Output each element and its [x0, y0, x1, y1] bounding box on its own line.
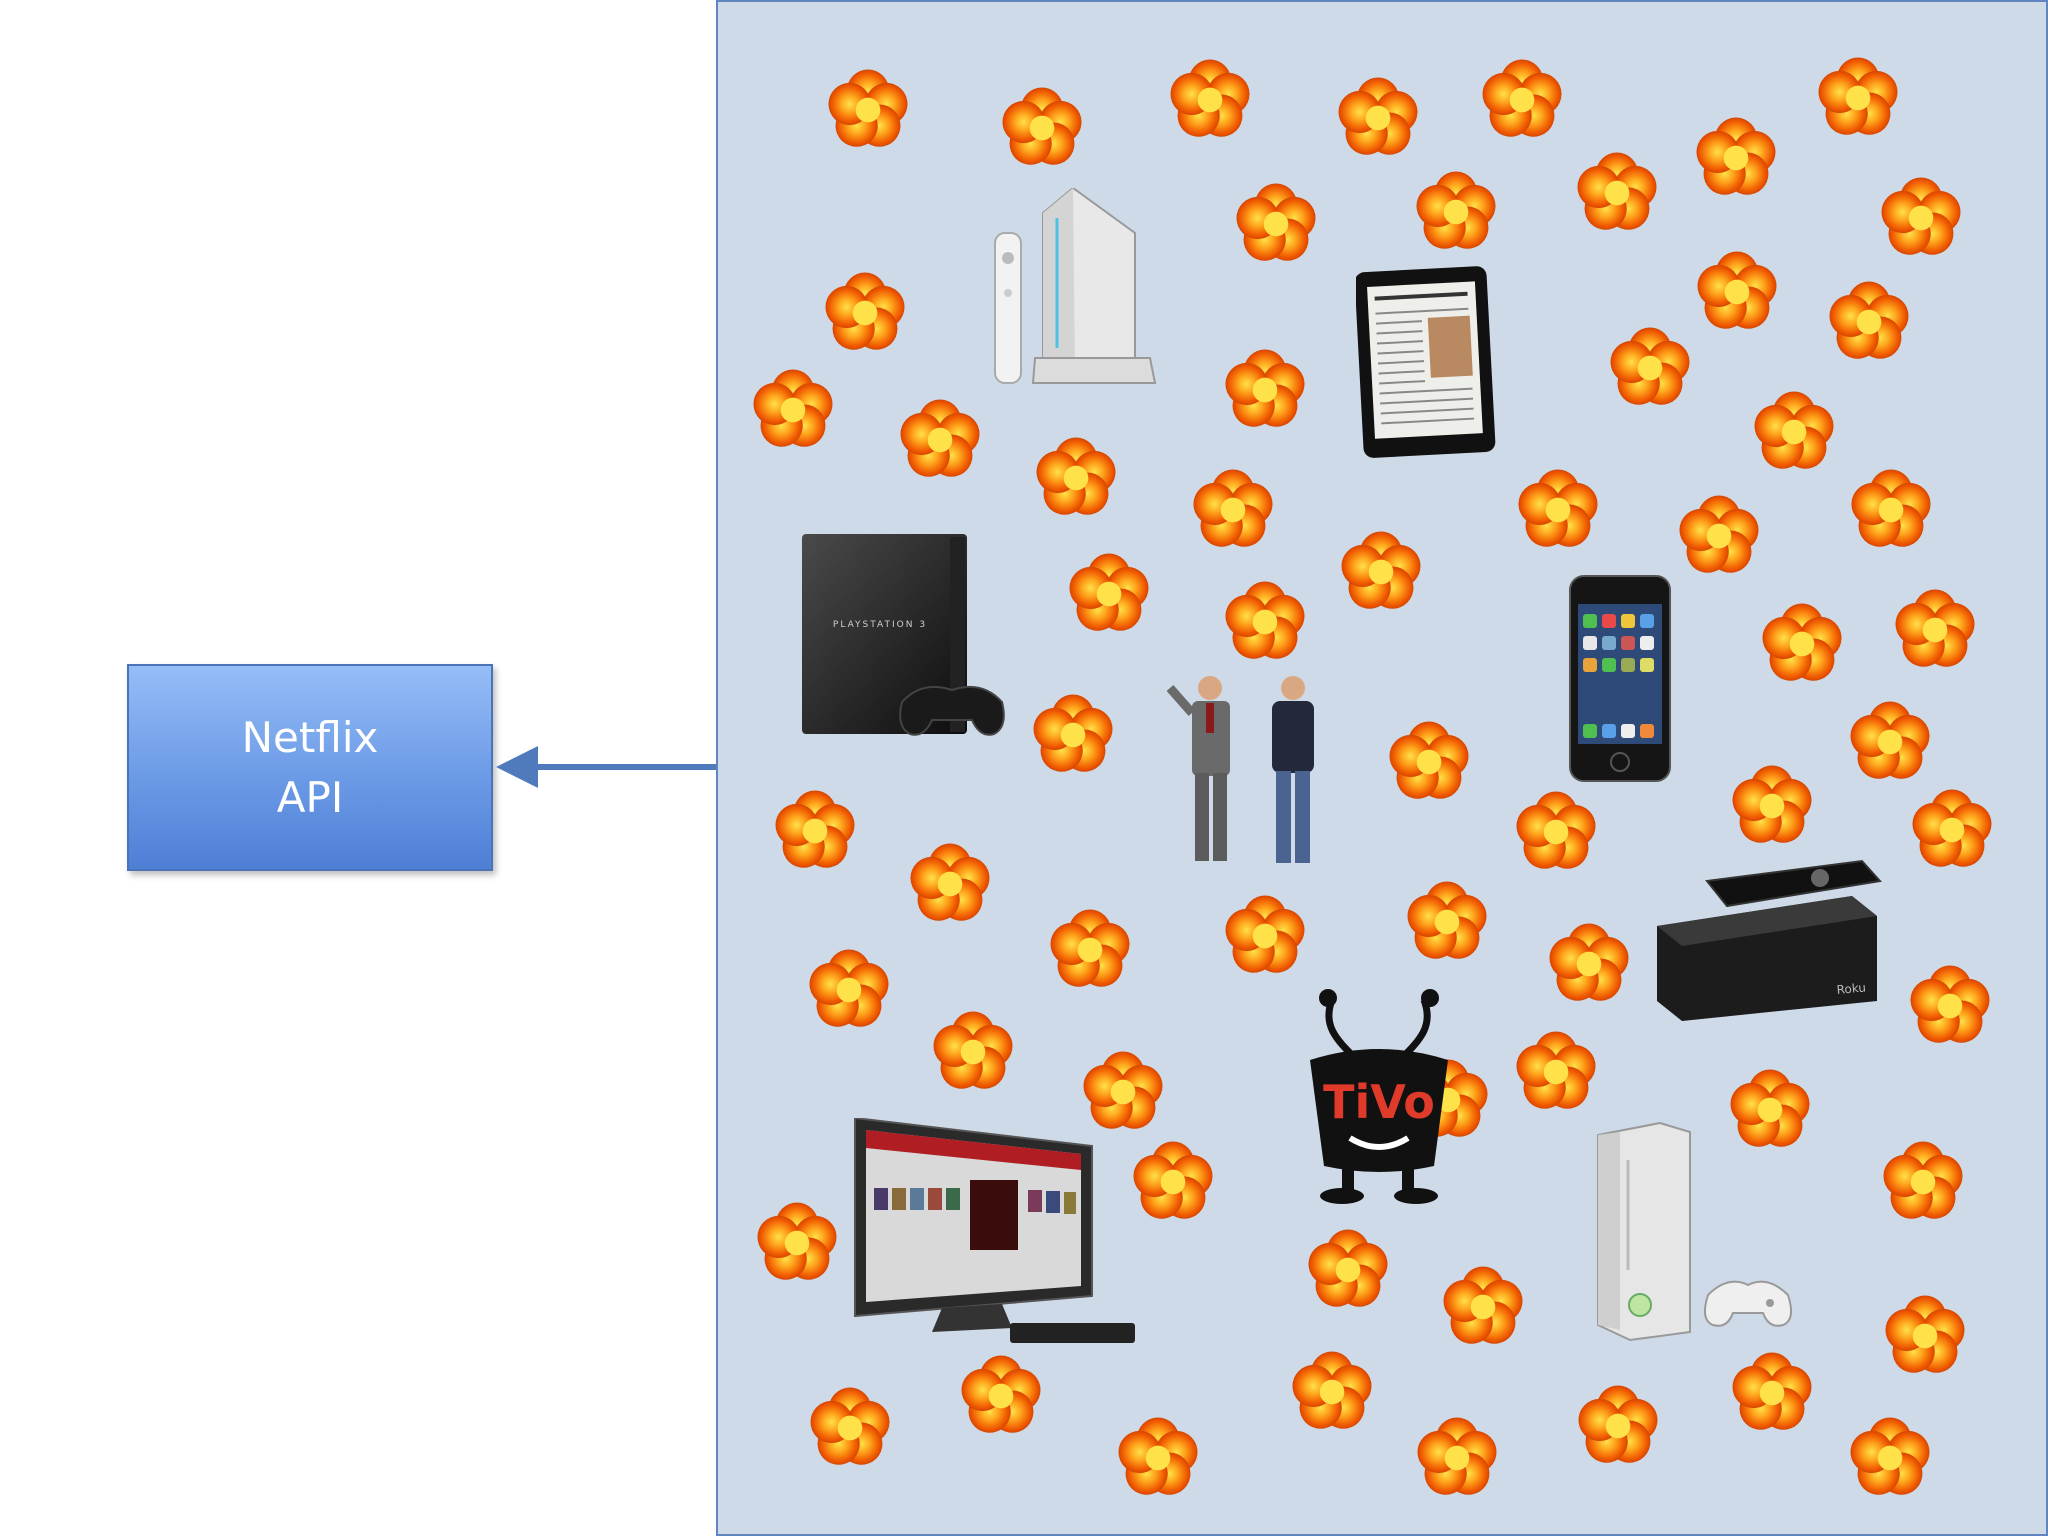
flower-icon	[1850, 701, 1930, 779]
flower-icon	[1516, 791, 1596, 869]
flower-icon	[1417, 1417, 1497, 1495]
flower-icon	[1416, 171, 1496, 249]
flower-icon	[1389, 721, 1469, 799]
flower-icon	[1236, 183, 1316, 261]
flower-icon	[1730, 1069, 1810, 1147]
flower-icon	[1407, 881, 1487, 959]
xbox-360-icon	[1597, 1121, 1793, 1342]
flower-icon	[961, 1355, 1041, 1433]
flower-icon	[1482, 59, 1562, 137]
flower-icon	[1818, 57, 1898, 135]
flower-icon	[1225, 349, 1305, 427]
netflix-api-box: Netflix API	[127, 664, 493, 871]
flower-icon	[1732, 765, 1812, 843]
flower-icon	[1881, 177, 1961, 255]
flower-icon	[910, 843, 990, 921]
flower-icon	[775, 790, 855, 868]
flower-icon	[1518, 469, 1598, 547]
api-box-label-line1: Netflix	[241, 712, 379, 762]
people-figures-icon	[1166, 676, 1314, 863]
flower-icon	[825, 272, 905, 350]
flower-icon	[1850, 1417, 1930, 1495]
arrow-head	[496, 746, 538, 788]
flower-icon	[1883, 1141, 1963, 1219]
ps3-label: PLAYSTATION 3	[833, 620, 927, 630]
playstation-3-icon: PLAYSTATION 3	[802, 534, 1005, 736]
flower-icon	[1170, 59, 1250, 137]
flower-icon	[1118, 1417, 1198, 1495]
flower-icon	[1679, 495, 1759, 573]
flower-icon	[1577, 152, 1657, 230]
flower-icon	[1225, 895, 1305, 973]
api-box-label-line2: API	[276, 772, 344, 822]
ipad-tablet-icon	[1356, 266, 1496, 458]
flower-icon	[1696, 117, 1776, 195]
flower-icon	[1292, 1351, 1372, 1429]
flower-icon	[1851, 469, 1931, 547]
flower-icon	[1308, 1229, 1388, 1307]
flower-icon	[1697, 251, 1777, 329]
flower-icon	[1338, 77, 1418, 155]
flower-icon	[1050, 909, 1130, 987]
flower-icon	[1516, 1031, 1596, 1109]
flower-icon	[1610, 327, 1690, 405]
flower-icon	[1083, 1051, 1163, 1129]
flower-icon	[1033, 694, 1113, 772]
flower-icon	[1910, 965, 1990, 1043]
flower-icon	[1895, 589, 1975, 667]
flower-icon	[753, 369, 833, 447]
flower-icon	[757, 1202, 837, 1280]
tv-with-netflix-icon	[854, 1118, 1135, 1343]
flower-icon	[1002, 87, 1082, 165]
flower-icon	[1885, 1295, 1965, 1373]
flower-icon	[900, 399, 980, 477]
iphone-icon	[1569, 575, 1671, 782]
roku-label: Roku	[1836, 980, 1866, 997]
flower-icon	[1225, 581, 1305, 659]
flower-icon	[828, 69, 908, 147]
tivo-label: TiVo	[1323, 1075, 1435, 1129]
flower-icon	[810, 1387, 890, 1465]
wii-console-icon	[994, 188, 1157, 384]
flower-icon	[1069, 553, 1149, 631]
roku-player-icon: Roku	[1657, 859, 1882, 1021]
flower-icon	[809, 949, 889, 1027]
flower-icon	[1443, 1266, 1523, 1344]
flower-icon	[1578, 1385, 1658, 1463]
flower-icon	[1912, 789, 1992, 867]
flower-icon	[1732, 1352, 1812, 1430]
flower-icon	[1549, 923, 1629, 1001]
flower-icon	[1036, 437, 1116, 515]
flower-icon	[1829, 281, 1909, 359]
flower-icon	[1341, 531, 1421, 609]
flower-icon	[1762, 603, 1842, 681]
flower-icon	[933, 1011, 1013, 1089]
flower-icon	[1754, 391, 1834, 469]
flower-icon	[1133, 1141, 1213, 1219]
flower-icon	[1193, 469, 1273, 547]
tivo-logo: TiVo	[1310, 989, 1448, 1204]
